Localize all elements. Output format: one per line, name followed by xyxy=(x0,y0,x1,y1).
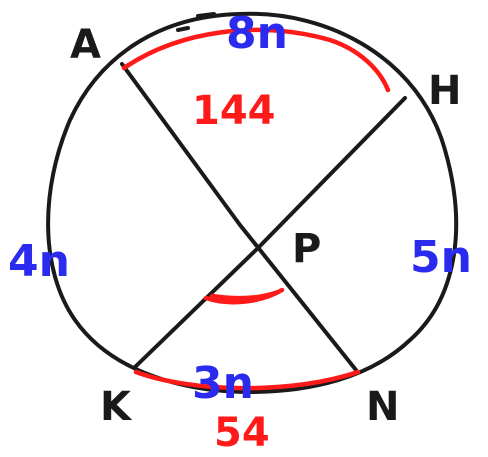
arc-label-kn: 3n xyxy=(192,358,254,409)
arc-ah-highlight xyxy=(121,27,391,93)
chord-hk xyxy=(132,96,407,370)
chord-an xyxy=(120,62,358,372)
point-label-p: P xyxy=(292,226,321,272)
point-label-a: A xyxy=(70,22,101,68)
arc-label-hn: 5n xyxy=(410,232,472,283)
arc-tick-mark xyxy=(176,12,216,32)
point-label-n: N xyxy=(366,384,399,430)
angle-kpn-marker xyxy=(203,287,285,305)
arc-measure-kn: 54 xyxy=(214,410,270,456)
arc-kn-highlight xyxy=(133,369,361,391)
point-label-h: H xyxy=(428,68,461,114)
circle-outline xyxy=(46,11,459,394)
point-label-k: K xyxy=(100,384,133,430)
arc-measure-ah: 144 xyxy=(192,88,276,134)
arc-label-ah: 8n xyxy=(226,8,288,59)
arc-label-ak: 4n xyxy=(8,236,70,287)
